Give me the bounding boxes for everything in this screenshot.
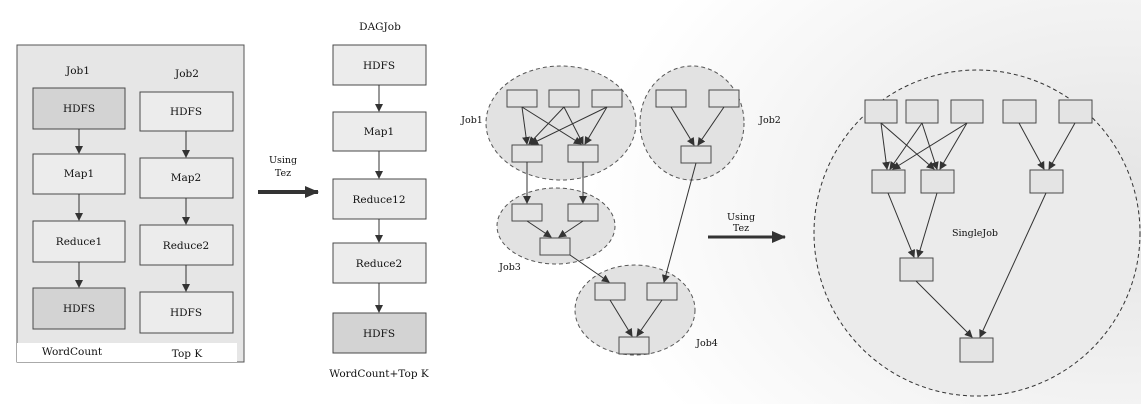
dag-box-hdfs-input (332, 44, 427, 86)
job1-graph-label: Job1 (460, 115, 483, 126)
job4-node-b (646, 282, 678, 301)
job2-box-reduce (139, 224, 234, 266)
job2-box-hdfs-input-label: HDFS (170, 106, 202, 118)
sj-edge-6 (939, 122, 968, 170)
job1-node-d (511, 144, 543, 163)
job2-edge-2 (697, 106, 725, 146)
job1-box-hdfs-input-label: HDFS (63, 103, 95, 115)
footer-wordcount: WordCount (42, 346, 103, 358)
job1-node-b (548, 89, 580, 108)
job1-label: Job1 (65, 65, 90, 77)
job4-edge-1 (609, 299, 633, 337)
job1-box-hdfs-output-label: HDFS (63, 303, 95, 315)
job2-box-hdfs-output-label: HDFS (170, 307, 202, 319)
job1-edge-4 (563, 106, 584, 145)
single-job: SingleJob (813, 69, 1141, 397)
sj-edge-11 (915, 280, 973, 338)
job2-box-map-label: Map2 (171, 172, 201, 184)
single-job-node-1 (864, 99, 898, 124)
job2-to-job4-edge (661, 162, 697, 283)
job3-graph-label: Job3 (498, 262, 521, 273)
dag-box-reduce2-label: Reduce2 (356, 258, 402, 270)
dag-title: DAGJob (359, 21, 401, 33)
single-job-node-9 (899, 257, 934, 282)
job4-edge-2 (636, 299, 663, 337)
footer-topk: Top K (172, 348, 203, 360)
sj-edge-3 (889, 122, 923, 170)
job2-node-c (680, 145, 712, 164)
single-job-node-10 (959, 337, 994, 363)
job1-circle (485, 65, 637, 181)
job2-edge-1 (670, 106, 695, 146)
dag-box-hdfs-output (332, 312, 427, 354)
sj-edge-2 (880, 122, 935, 170)
single-job-node-5 (1058, 99, 1093, 124)
job1-box-reduce-label: Reduce1 (56, 236, 102, 248)
job2-box-reduce-label: Reduce2 (163, 240, 209, 252)
job1-box-map-label: Map1 (64, 168, 94, 180)
job2-box-hdfs-output (139, 291, 234, 334)
single-job-label: SingleJob (952, 228, 998, 239)
sj-edge-10 (916, 192, 938, 258)
using-tez-left-line2: Tez (275, 168, 291, 179)
job1-node-c (591, 89, 623, 108)
job2-graph-label: Job2 (758, 115, 781, 126)
job4-node-c (618, 336, 650, 355)
sj-edge-5 (892, 122, 968, 170)
job2-node-a (655, 89, 687, 108)
sj-edge-7 (1018, 122, 1045, 170)
using-tez-arrow-right: Using Tez (708, 212, 786, 243)
job4-node-a (594, 282, 626, 301)
single-job-node-6 (871, 169, 906, 194)
job1-node-e (567, 144, 599, 163)
job1-box-hdfs-output (32, 287, 126, 330)
single-job-node-4 (1002, 99, 1037, 124)
single-job-node-8 (1029, 169, 1064, 194)
job2-label: Job2 (174, 68, 199, 80)
using-tez-left-line1: Using (269, 155, 297, 166)
job1-edge-1 (521, 106, 531, 145)
sj-edge-12 (979, 192, 1047, 338)
dag-box-reduce12-label: Reduce12 (352, 194, 405, 206)
dag-box-map-label: Map1 (364, 126, 394, 138)
job3-edge-2 (558, 220, 584, 238)
job4-graph-label: Job4 (695, 338, 718, 349)
using-tez-right-line2: Tez (733, 223, 749, 234)
job3-node-c (539, 237, 571, 256)
job3-node-b (567, 203, 599, 222)
single-job-node-3 (950, 99, 984, 124)
job3-node-a (511, 203, 543, 222)
single-job-node-7 (920, 169, 955, 194)
job1-box-hdfs-input (32, 87, 126, 130)
job3-edge-1 (526, 220, 552, 238)
dag-job-column: DAGJob HDFS Map1 Reduce12 Reduce2 HDFS W… (329, 21, 429, 380)
sj-edge-1 (880, 122, 891, 170)
job1-node-a (506, 89, 538, 108)
using-tez-right-line1: Using (727, 212, 755, 223)
job3-to-job4-edge (569, 254, 610, 283)
dag-box-reduce12 (332, 178, 427, 220)
dag-box-hdfs-output-label: HDFS (363, 328, 395, 340)
jobs-graph: Job1 Job2 Job3 Job4 (460, 65, 781, 356)
single-job-node-2 (905, 99, 939, 124)
dag-box-map (332, 111, 427, 152)
dag-box-reduce2 (332, 242, 427, 284)
job1-edge-6 (584, 106, 608, 145)
sj-edge-9 (887, 192, 916, 258)
left-panel-footer (17, 343, 237, 362)
dag-caption: WordCount+Top K (329, 368, 429, 380)
job1-edge-2 (521, 106, 582, 145)
job2-node-b (708, 89, 740, 108)
sj-edge-8 (1048, 122, 1076, 170)
dag-box-hdfs-input-label: HDFS (363, 60, 395, 72)
job1-edge-5 (530, 106, 608, 145)
left-panel: Job1 Job2 HDFS Map1 Reduce1 HDFS HDFS Ma… (16, 44, 245, 363)
using-tez-arrow-left: Using Tez (258, 155, 319, 198)
